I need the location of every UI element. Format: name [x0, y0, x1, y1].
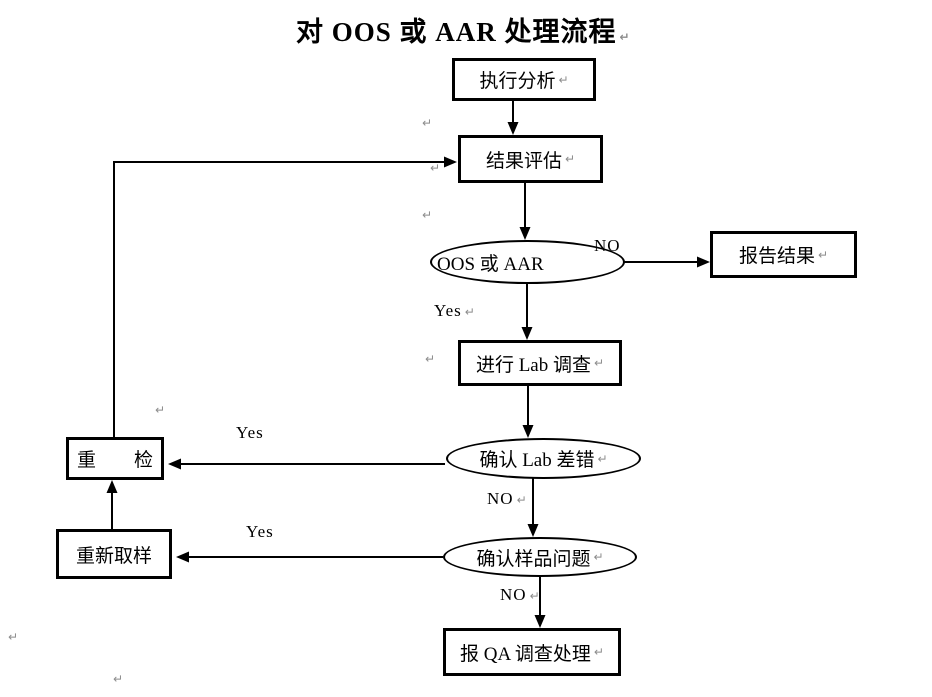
edge-label-text: NO: [487, 489, 514, 508]
paragraph-mark: ↵: [593, 645, 604, 659]
paragraph-mark: ↵: [817, 247, 829, 262]
flow-node-resample: 重新取样: [56, 529, 172, 579]
node-label: 结果评估: [485, 150, 562, 172]
edge-label-text: Yes: [236, 423, 264, 442]
paragraph-mark: ↵: [422, 116, 433, 130]
flow-node-execute-analysis: 执行分析↵: [452, 58, 596, 101]
page-title: 对 OOS 或 AAR 处理流程↵: [296, 10, 631, 49]
arrow-confirm-lab-to-recheck: [168, 458, 445, 470]
paragraph-mark: ↵: [425, 352, 436, 366]
paragraph-mark: ↵: [529, 589, 541, 603]
edge-label-text: NO: [594, 236, 621, 255]
arrow-eval-to-oos: [519, 183, 531, 240]
arrow-resample-to-recheck: [106, 480, 118, 529]
paragraph-mark: ↵: [619, 30, 631, 44]
paragraph-mark: ↵: [464, 305, 476, 319]
paragraph-mark: ↵: [113, 672, 124, 686]
paragraph-mark: ↵: [593, 550, 604, 564]
arrow-oos-to-lab: [521, 283, 533, 340]
node-label: 报 QA 调查处理: [460, 643, 591, 665]
arrow-confirm-sample-to-resample: [176, 551, 443, 563]
node-label: 重 检: [76, 450, 153, 471]
paragraph-mark: ↵: [558, 72, 569, 87]
paragraph-mark: ↵: [155, 403, 166, 417]
flow-node-recheck: 重 检: [66, 437, 164, 480]
node-label: 确认 Lab 差错: [479, 450, 595, 471]
paragraph-mark: ↵: [516, 493, 528, 507]
arrow-confirm-sample-to-qa: [534, 577, 546, 628]
node-label: 进行 Lab 调查: [475, 354, 591, 376]
edge-label-no-to-report: NO: [594, 236, 621, 256]
edge-label-yes-to-resample: Yes: [246, 522, 274, 542]
page-title-text: 对 OOS 或 AAR 处理流程: [296, 17, 617, 47]
arrow-oos-to-report: [624, 256, 710, 268]
flow-node-report-qa: 报 QA 调查处理↵: [443, 628, 621, 676]
edge-label-text: Yes: [246, 522, 274, 541]
paragraph-mark: ↵: [8, 630, 19, 644]
edge-label-text: NO: [500, 585, 527, 604]
paragraph-mark: ↵: [597, 451, 608, 466]
edge-label-yes-to-lab: Yes↵: [434, 301, 476, 321]
node-label: 重新取样: [75, 545, 152, 567]
paragraph-mark: ↵: [593, 356, 605, 370]
arrow-recheck-to-eval-feedback: [113, 156, 457, 437]
flow-node-report-results: 报告结果↵: [710, 231, 857, 278]
flow-decision-confirm-lab-error: 确认 Lab 差错↵: [446, 438, 641, 479]
edge-label-no-to-confirm-sample: NO↵: [487, 489, 528, 509]
paragraph-mark: ↵: [430, 161, 441, 175]
node-label: 报告结果: [738, 246, 815, 267]
flow-decision-confirm-sample-problem: 确认样品问题↵: [443, 537, 637, 577]
flow-node-lab-investigation: 进行 Lab 调查↵: [458, 340, 622, 386]
edge-label-yes-to-recheck: Yes: [236, 423, 264, 443]
flow-decision-oos-or-aar: OOS 或 AAR: [430, 240, 625, 284]
edge-label-no-to-qa: NO↵: [500, 585, 541, 605]
paragraph-mark: ↵: [564, 152, 576, 166]
flow-node-result-evaluation: 结果评估↵: [458, 135, 603, 183]
node-label: 确认样品问题: [476, 548, 591, 570]
arrow-confirm-lab-to-confirm-sample: [527, 478, 539, 537]
edge-label-text: Yes: [434, 301, 462, 320]
paragraph-mark: ↵: [422, 208, 433, 222]
arrow-exec-to-eval: [507, 101, 519, 135]
node-label: 执行分析: [479, 71, 556, 92]
arrow-lab-to-confirm-lab: [522, 386, 534, 438]
node-label: OOS 或 AAR: [437, 253, 544, 275]
